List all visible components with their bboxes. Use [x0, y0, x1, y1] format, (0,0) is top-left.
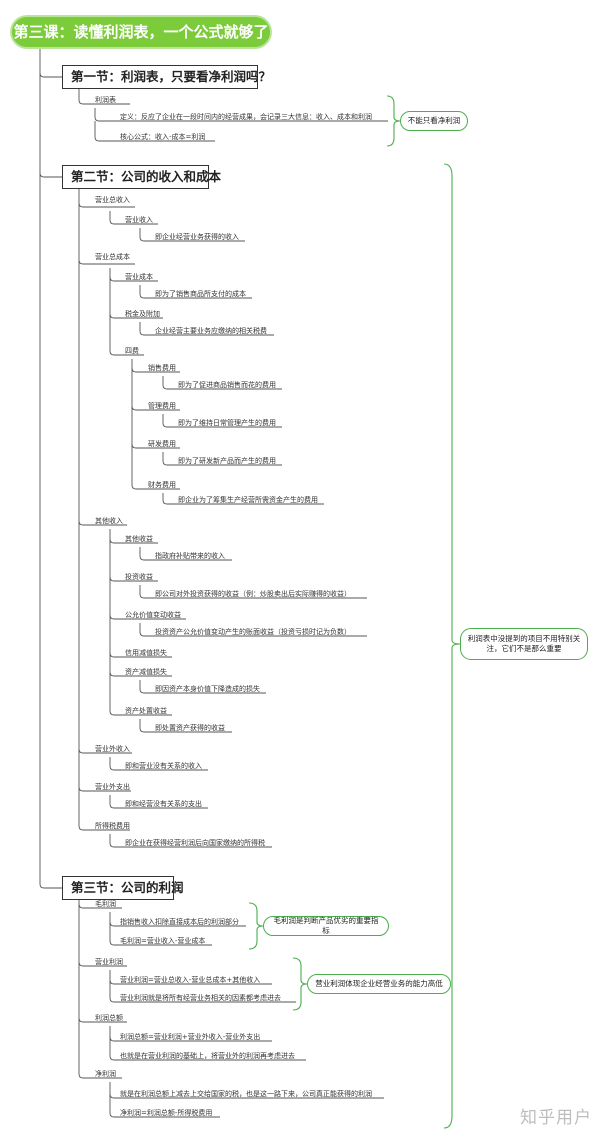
- node-investment-income-def[interactable]: 即公司对外投资获得的收益（例：炒股卖出后实际赚得的收益）: [155, 590, 351, 598]
- node-taxes[interactable]: 税金及附加: [125, 310, 160, 318]
- node-investment-income[interactable]: 投资收益: [125, 573, 153, 581]
- node-operating-profit-desc[interactable]: 营业利润就是将所有经营业务相关的因素都考虑进去: [120, 994, 281, 1002]
- node-selling-expense[interactable]: 销售费用: [148, 364, 176, 372]
- node-cost-def[interactable]: 即为了销售商品所支付的成本: [155, 290, 246, 298]
- node-total-profit-desc[interactable]: 也就是在营业利润的基础上，将营业外的利润再考虑进去: [120, 1052, 295, 1060]
- callout-operating-profit[interactable]: 营业利润体现企业经营业务的能力高低: [307, 974, 451, 994]
- node-nonoperating-expense-def[interactable]: 即和经营没有关系的支出: [125, 800, 202, 808]
- node-income-tax-def[interactable]: 即企业在获得经营利润后向国家缴纳的所得税: [125, 839, 265, 847]
- callout-unlisted-items[interactable]: 利润表中没提到的项目不用特别关注，它们不是那么重要: [460, 628, 588, 660]
- node-gross-profit[interactable]: 毛利润: [95, 900, 116, 908]
- node-core-formula[interactable]: 核心公式：收入-成本=利润: [120, 133, 206, 141]
- node-finance-expense[interactable]: 财务费用: [148, 481, 176, 489]
- node-rd-expense-def[interactable]: 即为了研发新产品而产生的费用: [178, 457, 276, 465]
- node-total-revenue[interactable]: 营业总收入: [95, 196, 130, 204]
- watermark: 知乎用户: [520, 1108, 592, 1128]
- node-income-statement[interactable]: 利润表: [95, 96, 116, 104]
- callout-not-only-net-profit[interactable]: 不能只看净利润: [400, 111, 468, 131]
- node-finance-expense-def[interactable]: 即企业为了筹集生产经营所需资金产生的费用: [178, 496, 318, 504]
- node-definition[interactable]: 定义：反应了企业在一段时间内的经营成果，会记录三大信息：收入、成本和利润: [120, 113, 372, 121]
- node-fair-value-change[interactable]: 公允价值变动收益: [125, 611, 181, 619]
- section-1-title[interactable]: 第一节：利润表，只要看净利润吗？: [62, 65, 271, 89]
- node-admin-expense[interactable]: 管理费用: [148, 402, 176, 410]
- node-asset-disposal[interactable]: 资产处置收益: [125, 707, 167, 715]
- node-asset-disposal-def[interactable]: 即处置资产获得的收益: [155, 724, 225, 732]
- node-four-expenses[interactable]: 四费: [125, 347, 139, 355]
- root-topic[interactable]: 第三课：读懂利润表，一个公式就够了: [12, 17, 270, 47]
- node-gross-profit-def[interactable]: 指销售收入扣除直接成本后的利润部分: [120, 918, 239, 926]
- node-admin-expense-def[interactable]: 即为了维持日常管理产生的费用: [178, 419, 276, 427]
- node-taxes-def[interactable]: 企业经营主要业务应缴纳的相关税费: [155, 327, 267, 335]
- node-revenue[interactable]: 营业收入: [125, 216, 153, 224]
- node-total-profit-formula[interactable]: 利润总额=营业利润+营业外收入-营业外支出: [120, 1033, 261, 1041]
- node-nonoperating-income[interactable]: 营业外收入: [95, 745, 130, 753]
- node-net-profit-formula[interactable]: 净利润=利润总额-所得税费用: [120, 1109, 213, 1117]
- node-nonoperating-expense[interactable]: 营业外支出: [95, 783, 130, 791]
- node-fair-value-change-def[interactable]: 投资资产公允价值变动产生的账面收益（投资亏损时记为负数）: [155, 628, 351, 636]
- node-asset-impairment[interactable]: 资产减值损失: [125, 668, 167, 676]
- node-credit-impairment[interactable]: 信用减值损失: [125, 649, 167, 657]
- node-operating-profit-formula[interactable]: 营业利润=营业总收入-营业总成本+其他收入: [120, 976, 261, 984]
- node-other-gains-def[interactable]: 指政府补贴带来的收入: [155, 552, 225, 560]
- node-gross-profit-formula[interactable]: 毛利润=营业收入-营业成本: [120, 937, 206, 945]
- node-operating-profit[interactable]: 营业利润: [95, 958, 123, 966]
- node-cost[interactable]: 营业成本: [125, 273, 153, 281]
- node-income-tax[interactable]: 所得税费用: [95, 822, 130, 830]
- node-selling-expense-def[interactable]: 即为了促进商品销售而花的费用: [178, 381, 276, 389]
- node-net-profit-desc[interactable]: 就是在利润总额上减去上交给国家的税，也是这一路下来，公司真正能获得的利润: [120, 1090, 372, 1098]
- callout-gross-profit[interactable]: 毛利润是判断产品优劣的重要指标: [263, 916, 389, 936]
- node-nonoperating-income-def[interactable]: 即和营业没有关系的收入: [125, 762, 202, 770]
- node-other-gains[interactable]: 其他收益: [125, 535, 153, 543]
- node-net-profit[interactable]: 净利润: [95, 1070, 116, 1078]
- section-3-title[interactable]: 第三节：公司的利润: [62, 876, 184, 900]
- node-rd-expense[interactable]: 研发费用: [148, 440, 176, 448]
- node-asset-impairment-def[interactable]: 即因资产本身价值下降造成的损失: [155, 685, 260, 693]
- node-revenue-def[interactable]: 即企业经营业务获得的收入: [155, 233, 239, 241]
- section-2-title[interactable]: 第二节：公司的收入和成本: [62, 165, 221, 189]
- node-total-cost[interactable]: 营业总成本: [95, 253, 130, 261]
- node-other-income[interactable]: 其他收入: [95, 517, 123, 525]
- node-total-profit[interactable]: 利润总额: [95, 1014, 123, 1022]
